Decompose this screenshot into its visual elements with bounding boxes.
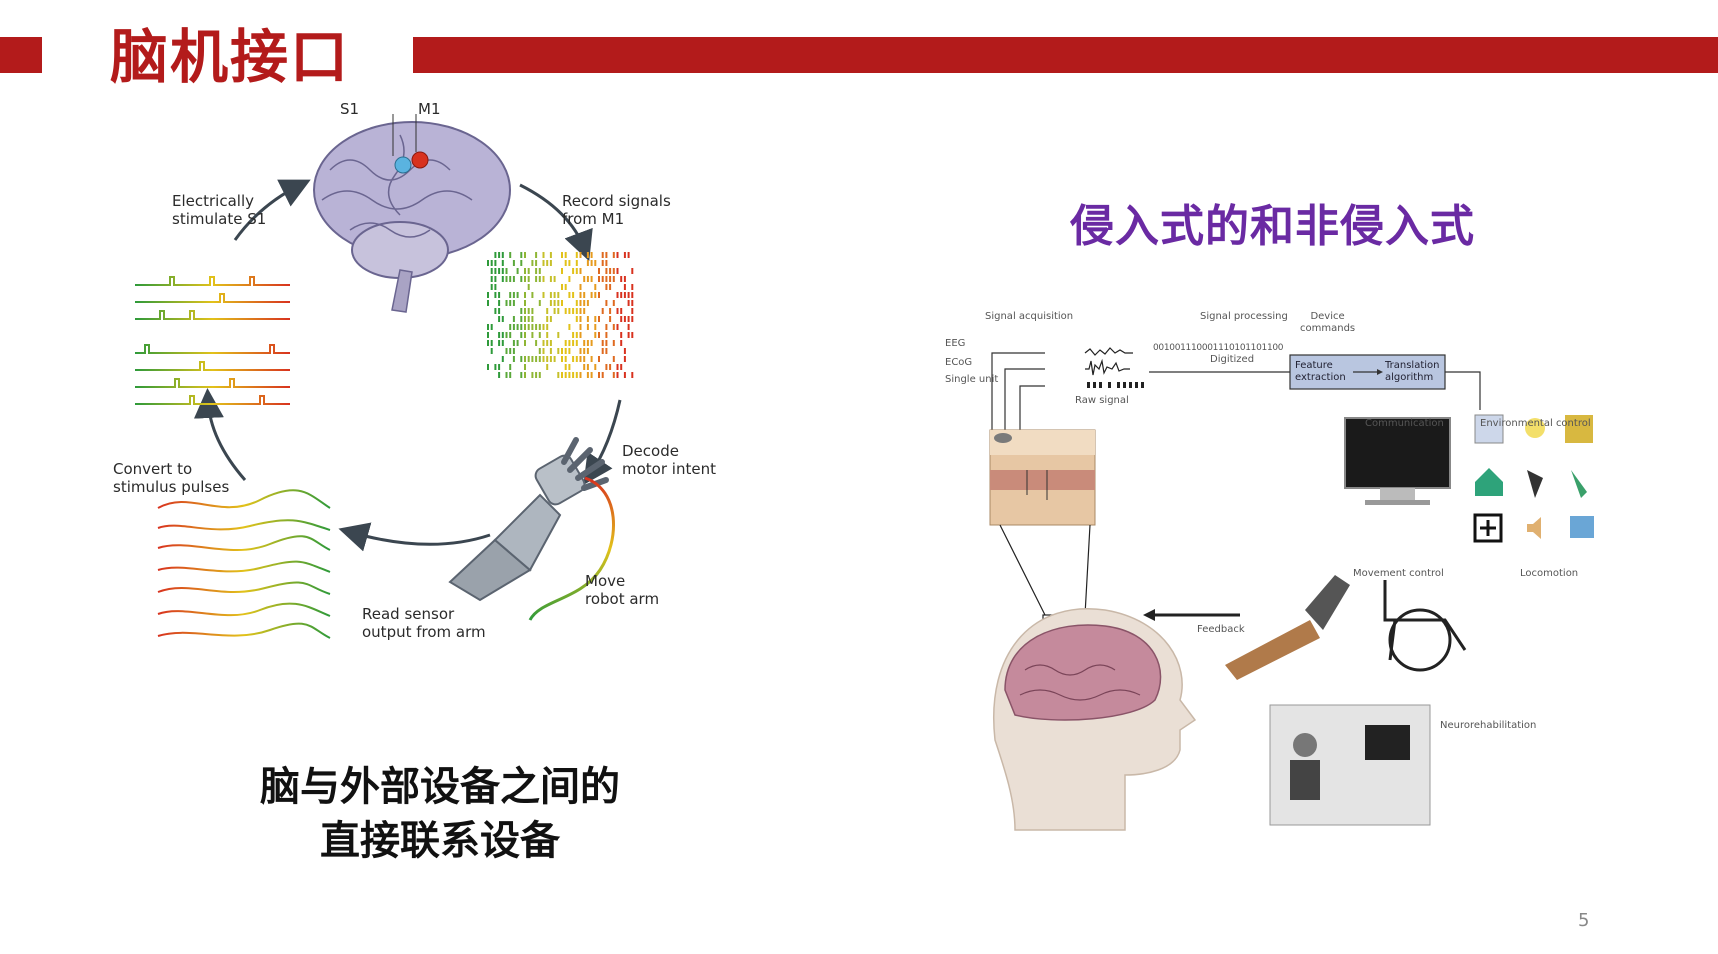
label-feature-extraction: Feature extraction [1295, 360, 1346, 383]
bci-system-illustration [989, 347, 1594, 831]
head-with-brain-icon [993, 608, 1197, 831]
label-bit-stream: 001001110001110101101100 [1153, 343, 1284, 353]
label-device-commands: Device commands [1300, 311, 1356, 334]
label-electrically-stimulate: Electrically stimulate S1 [172, 192, 267, 228]
skin-section-icon [989, 429, 1096, 526]
label-signal-processing: Signal processing [1200, 311, 1288, 322]
neurorehab-photo-icon [1269, 704, 1431, 826]
label-translation-algorithm: Translation algorithm [1385, 360, 1440, 383]
label-eeg: EEG [945, 338, 966, 349]
label-locomotion: Locomotion [1520, 568, 1579, 579]
brain-icon [313, 114, 511, 313]
label-record-signals: Record signals from M1 [562, 192, 671, 228]
label-raw-signal: Raw signal [1075, 395, 1129, 406]
environmental-control-icons [1473, 414, 1594, 543]
label-ecog: ECoG [945, 357, 973, 368]
caption-line-2: 直接联系设备 [320, 818, 560, 864]
page-number: 5 [1578, 910, 1590, 931]
right-title: 侵入式的和非侵入式 [1070, 201, 1475, 252]
label-environmental-control: Environmental control [1480, 418, 1591, 429]
stimulus-pulse-trains [135, 276, 290, 405]
caption-line-1: 脑与外部设备之间的 [260, 764, 620, 810]
label-neurorehabilitation: Neurorehabilitation [1440, 720, 1537, 731]
header-accent-bar-right [413, 37, 1718, 73]
label-digitized: Digitized [1210, 354, 1255, 365]
header-accent-bar-left [0, 37, 42, 73]
bci-system-diagram: Signal acquisition Signal processing Dev… [945, 311, 1635, 910]
slide-title: 脑机接口 [110, 23, 351, 91]
monitor-icon [1344, 417, 1451, 505]
label-s1: S1 [340, 100, 360, 118]
label-communication: Communication [1365, 418, 1444, 429]
label-read-sensor: Read sensor output from arm [362, 605, 486, 641]
label-move-arm: Move robot arm [585, 572, 660, 608]
label-movement-control: Movement control [1353, 568, 1444, 579]
robot-arm-icon [448, 437, 615, 621]
spike-raster [487, 252, 634, 378]
sensor-waves [157, 489, 331, 639]
label-convert-stimulus: Convert to stimulus pulses [113, 460, 230, 496]
label-signal-acquisition: Signal acquisition [985, 311, 1074, 322]
prosthetic-arm-icon [1225, 575, 1350, 680]
label-single-unit: Single unit [945, 374, 999, 385]
label-m1: M1 [418, 100, 441, 118]
closed-loop-bci-diagram: S1 M1 Electrically stimulate S1 Record s… [100, 100, 740, 680]
closed-loop-illustration [135, 114, 634, 639]
label-decode-intent: Decode motor intent [622, 442, 716, 478]
left-caption: 脑与外部设备之间的 直接联系设备 [200, 760, 680, 868]
wheelchair-icon [1383, 580, 1467, 672]
label-feedback: Feedback [1197, 624, 1245, 635]
